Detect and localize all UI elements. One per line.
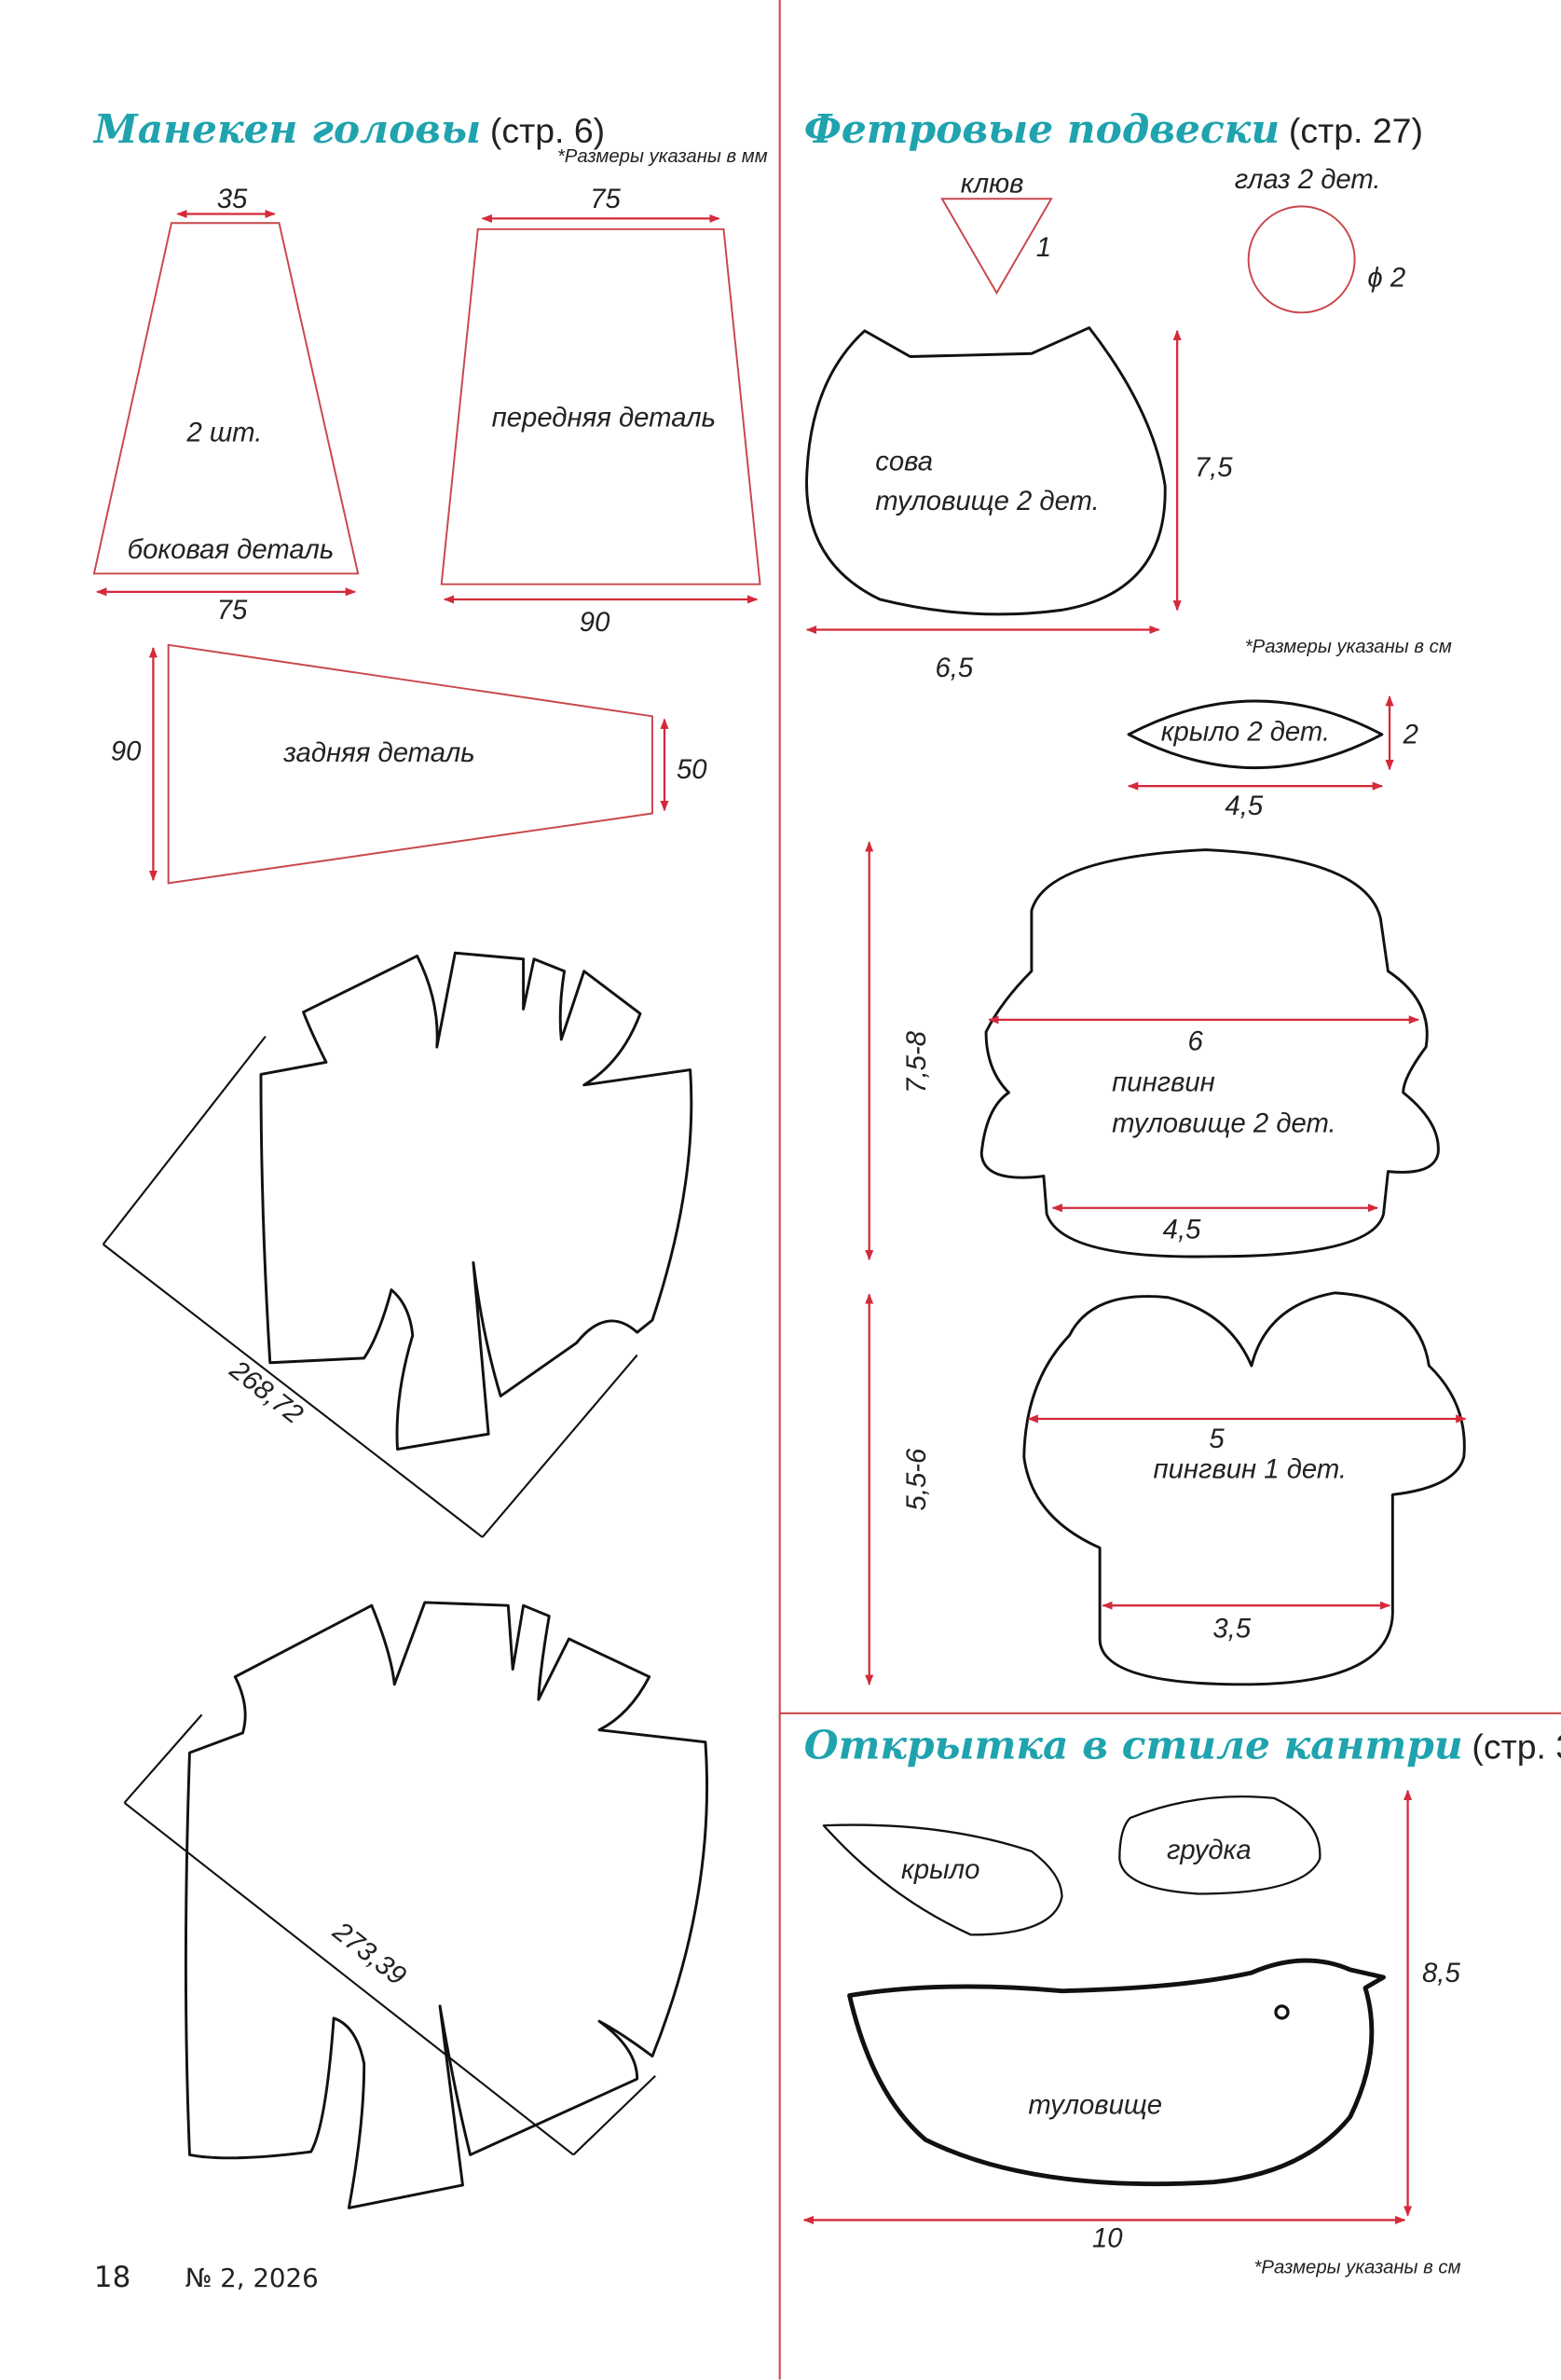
back-left-dim: 90 [111,736,142,767]
section-title-card: Открытка в стиле кантри(стр. 31) [804,1722,1561,1768]
side-piece: 35 2 шт. боковая деталь 75 [92,184,360,626]
section-title-head: Манекен головы(стр. 6) [92,105,605,152]
owl-body-piece: сова туловище 2 дет. 7,5 6,5 [805,326,1233,683]
front-piece: 75 передняя деталь 90 [440,184,761,638]
leaf-pattern-1: 268,72 [102,951,693,1538]
beak-label: клюв [961,169,1024,199]
penguin1-bottom-dim: 4,5 [1163,1214,1201,1245]
card-breast-piece: грудка [1118,1795,1321,1895]
section-title-felt: Фетровые подвески(стр. 27) [804,105,1423,152]
side-count-label: 2 шт. [185,418,262,448]
eye-piece: глаз 2 дет. ϕ 2 [1235,164,1405,314]
leaf2-dimension: 273,39 [326,1915,412,1991]
side-bottom-dim: 75 [217,595,248,626]
wing-width-dim: 4,5 [1225,791,1263,821]
owl-height-dim: 7,5 [1195,452,1233,483]
eye-dim: ϕ 2 [1367,263,1405,294]
front-bottom-dim: 90 [580,607,610,638]
card-wing-piece: крыло [822,1823,1063,1936]
units-note-mm: *Размеры указаны в мм [557,146,768,167]
penguin-body-piece: 6 пингвин туловище 2 дет. 4,5 7,5-8 [865,841,1440,1261]
penguin-piece: 5 пингвин 1 дет. 3,5 5,5-6 [865,1291,1467,1686]
back-piece: 90 задняя деталь 50 [111,643,707,885]
penguin2-height-dim: 5,5-6 [901,1448,932,1510]
penguin1-width-dim: 6 [1188,1025,1204,1056]
penguin2-width-dim: 5 [1209,1424,1225,1454]
front-name-label: передняя деталь [492,402,716,433]
front-top-dim: 75 [590,184,621,214]
eye-label: глаз 2 дет. [1235,164,1381,195]
penguin1-height-dim: 7,5-8 [901,1030,932,1093]
side-top-dim: 35 [217,184,248,214]
beak-dim: 1 [1036,232,1051,263]
wing-label: крыло 2 дет. [1161,716,1330,747]
wing-height-dim: 2 [1403,720,1418,750]
page-number: 18 [94,2261,130,2294]
card-width-dim: 10 [1092,2223,1123,2254]
issue-label: № 2, 2026 [185,2263,319,2293]
card-wing-label: крыло [901,1854,979,1885]
wing-piece: крыло 2 дет. 2 4,5 [1127,695,1418,821]
owl-width-dim: 6,5 [936,653,974,683]
penguin2-label: пингвин 1 дет. [1154,1453,1348,1484]
card-body-label: туловище [1028,2089,1162,2120]
units-note-cm: *Размеры указаны в см [1245,637,1452,657]
card-height-dim: 8,5 [1422,1958,1460,1988]
side-name-label: боковая деталь [128,534,335,565]
owl-count-label: туловище 2 дет. [875,486,1100,516]
bird-eye-icon [1274,2004,1290,2020]
penguin1-label: пингвин [1112,1066,1215,1097]
back-right-dim: 50 [677,754,707,785]
penguin1-count-label: туловище 2 дет. [1112,1107,1336,1138]
leaf1-dimension: 268,72 [224,1354,309,1430]
back-name-label: задняя деталь [282,737,474,768]
card-breast-label: грудка [1167,1835,1252,1865]
beak-piece: клюв 1 [940,169,1053,296]
card-units-note: *Размеры указаны в см [1254,2257,1461,2277]
card-body-piece: туловище 8,5 10 [802,1789,1460,2254]
leaf-pattern-2: 273,39 [123,1601,708,2209]
owl-label: сова [875,447,933,477]
penguin2-bottom-dim: 3,5 [1212,1613,1251,1644]
